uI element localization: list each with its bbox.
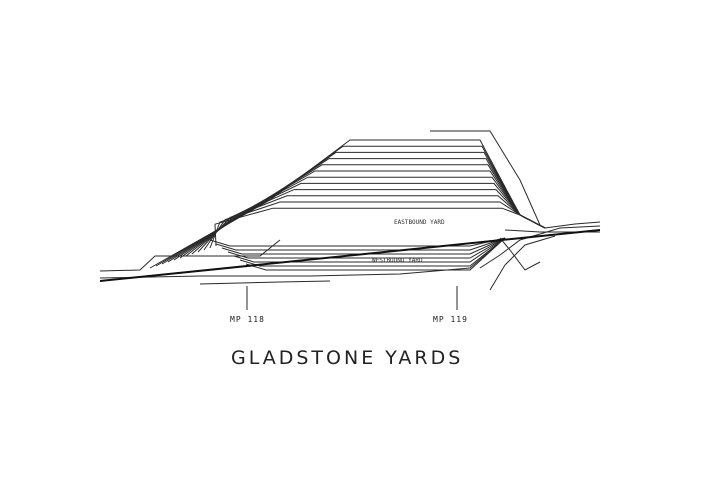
westbound-track bbox=[227, 237, 506, 259]
throat-track bbox=[479, 225, 601, 269]
throat-track bbox=[544, 221, 601, 229]
yard-tracks bbox=[99, 130, 601, 291]
eastbound-yard-label: EASTBOUND YARD bbox=[394, 219, 445, 226]
eastbound-track bbox=[430, 130, 541, 226]
throat-track bbox=[499, 237, 541, 271]
lead-track bbox=[99, 239, 281, 272]
westbound-track bbox=[215, 237, 506, 251]
diagram-title: GLADSTONE YARDS bbox=[231, 347, 463, 369]
milepost-119-label: MP 119 bbox=[433, 315, 468, 324]
westbound-track bbox=[245, 237, 506, 271]
milepost-118-label: MP 118 bbox=[230, 315, 265, 324]
westbound-track bbox=[239, 237, 506, 267]
westbound-track bbox=[233, 237, 506, 263]
throat-track bbox=[489, 235, 556, 291]
diagram-details bbox=[99, 229, 601, 310]
lead-track bbox=[99, 237, 506, 279]
westbound-yard-label: WESTBOUND YARD bbox=[372, 257, 423, 264]
main-line bbox=[99, 229, 601, 282]
eastbound-track bbox=[214, 207, 546, 247]
siding-track bbox=[199, 280, 331, 285]
